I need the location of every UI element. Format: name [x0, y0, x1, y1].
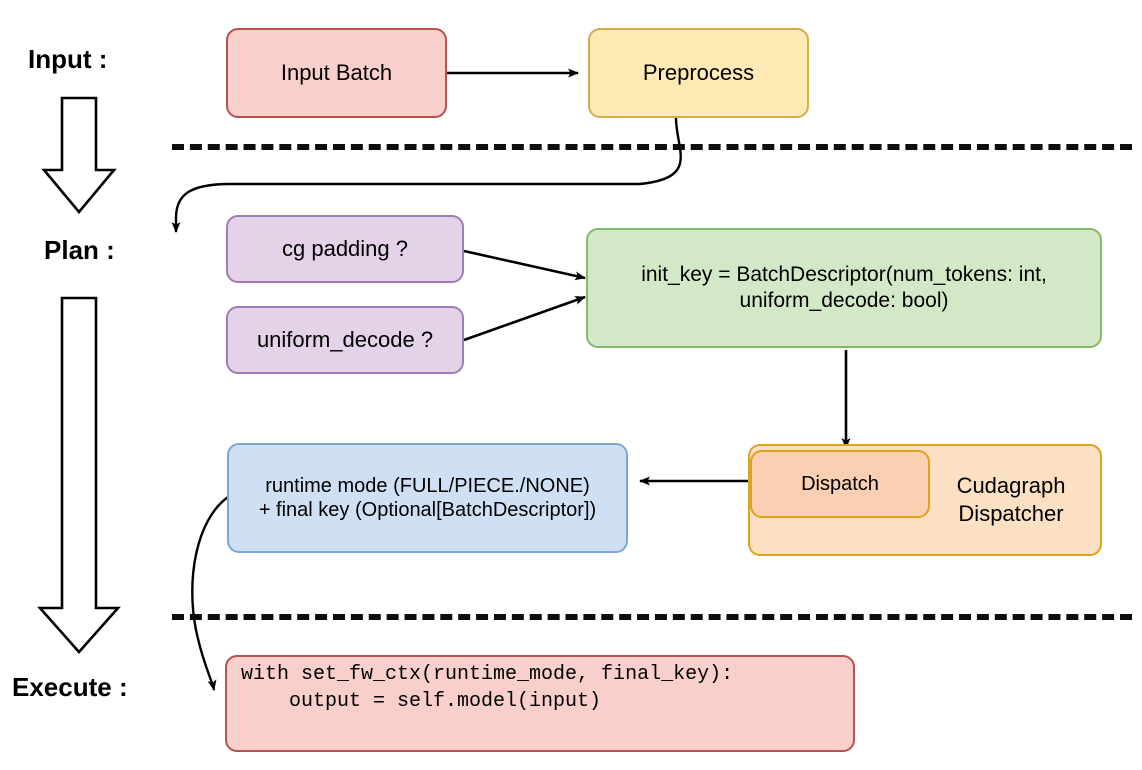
arrow-uniform-decode-to-init-key: [463, 295, 586, 342]
node-init-key-line-2: uniform_decode: bool): [739, 289, 949, 312]
arrow-runtime-to-code-block: [191, 496, 229, 691]
node-preprocess[interactable]: Preprocess: [588, 28, 809, 118]
input-plan-separator: [172, 144, 1132, 150]
node-runtime-mode[interactable]: runtime mode (FULL/PIECE./NONE) + final …: [227, 443, 628, 553]
flow-arrow-plan-to-execute: [37, 296, 121, 654]
arrow-cg-padding-to-init-key: [463, 249, 586, 281]
cudagraph-label-line-2: Dispatcher: [958, 500, 1064, 526]
node-runtime-mode-line-2: + final key (Optional[BatchDescriptor]): [258, 499, 597, 521]
flow-arrow-input-to-plan: [41, 96, 117, 215]
code-line-2: output = self.model(input): [241, 690, 602, 713]
node-init-key-line-1: init_key = BatchDescriptor(num_tokens: i…: [641, 263, 1047, 287]
stage-label-plan: Plan :: [44, 235, 115, 265]
stage-label-input: Input :: [28, 44, 108, 74]
cudagraph-label-line-1: Cudagraph: [956, 473, 1066, 498]
node-cudagraph-dispatcher-label: Cudagraph Dispatcher: [936, 472, 1086, 527]
stage-label-execute: Execute :: [12, 672, 128, 702]
node-cg-padding[interactable]: cg padding ?: [226, 215, 464, 283]
code-line-1: with set_fw_ctx(runtime_mode, final_key)…: [241, 663, 734, 686]
node-dispatch[interactable]: Dispatch: [750, 450, 930, 518]
node-init-key[interactable]: init_key = BatchDescriptor(num_tokens: i…: [586, 228, 1102, 348]
plan-execute-separator: [172, 614, 1132, 620]
node-runtime-mode-line-1: runtime mode (FULL/PIECE./NONE): [265, 474, 590, 497]
node-uniform-decode[interactable]: uniform_decode ?: [226, 306, 464, 374]
node-execute-code-block[interactable]: with set_fw_ctx(runtime_mode, final_key)…: [225, 655, 855, 752]
node-input-batch[interactable]: Input Batch: [226, 28, 447, 118]
